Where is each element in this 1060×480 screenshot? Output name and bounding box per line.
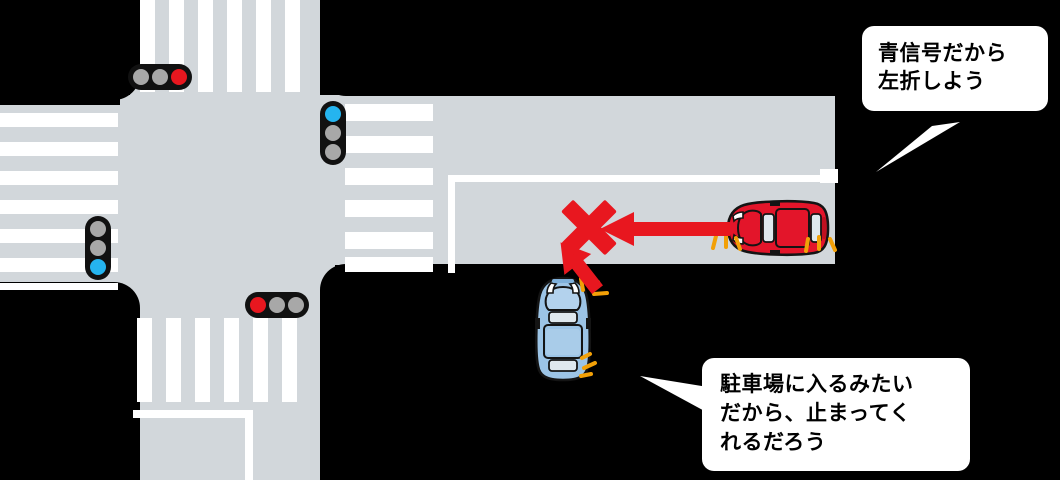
bubble-top-line-1: 青信号だから [878,41,1007,65]
red-car-speech-bubble: 青信号だから 左折しよう [862,26,1048,112]
blue-car-blinker-rear [579,352,597,378]
lamp-off [152,69,168,85]
lamp-off [269,297,285,313]
blue-car-speech-bubble: 駐車場に入るみたい だから、止まってく れるだろう [702,358,970,471]
lamp-red [171,69,187,85]
lane-line-east-end [820,169,838,183]
lamp-off [325,144,341,160]
lamp-off [288,297,304,313]
blue-car[interactable] [527,274,599,386]
red-car-blinker-rear [804,235,837,253]
red-car[interactable] [718,192,833,264]
corner-block-bottom-left [0,282,140,480]
bubble-bottom-line-1: 駐車場に入るみたい [720,372,914,396]
lamp-off [325,125,341,141]
bubble-top-tail [876,122,960,172]
bubble-bottom-tail [640,376,714,414]
lamp-off [133,69,149,85]
red-car-blinker-front [711,233,742,251]
corner-block-top-left [0,0,140,100]
lamp-off [90,221,106,237]
bubble-bottom-line-3: れるだろう [720,429,827,454]
lamp-red [250,297,266,313]
lamp-green [90,259,106,275]
lamp-off [90,240,106,256]
blue-car-path-arrow [560,242,603,294]
traffic-light-north-west[interactable] [128,64,192,90]
traffic-light-south-east[interactable] [245,292,309,318]
lamp-green [325,106,341,122]
traffic-light-south-west[interactable] [85,216,111,280]
red-car-path-arrow [600,212,730,246]
collision-x-mark [558,196,620,258]
traffic-light-north-east[interactable] [320,101,346,165]
bubble-top-line-2: 左折しよう [878,68,986,93]
lane-line-west [0,283,118,290]
bubble-bottom-line-2: だから、止まってく [720,400,911,425]
intersection-area [120,95,335,290]
